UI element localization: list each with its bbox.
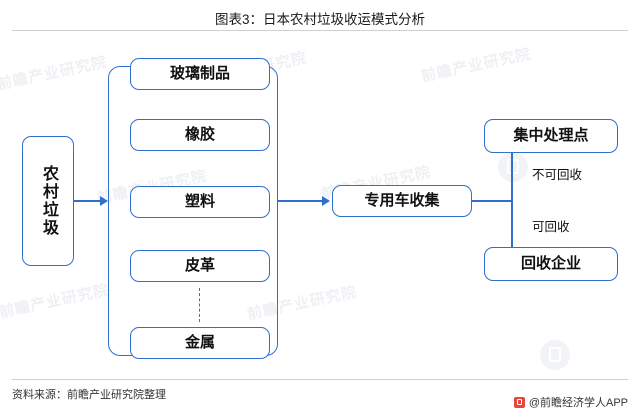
- connector-dashed-ellipsis: [199, 288, 200, 322]
- node-leather[interactable]: 皮革: [130, 250, 270, 282]
- divider-bottom: [12, 379, 628, 380]
- connector-group-to-collection: [278, 200, 322, 202]
- watermark-badge-icon: [540, 340, 570, 370]
- node-recycling-company[interactable]: 回收企业: [484, 247, 618, 281]
- credit-note: @前瞻经济学人APP: [513, 394, 628, 410]
- node-central-processing-site[interactable]: 集中处理点: [484, 119, 618, 153]
- node-leather-label: 皮革: [184, 256, 215, 274]
- arrowhead-input-to-group: [100, 195, 108, 206]
- connector-collection-split: [472, 200, 512, 202]
- node-central-processing-site-label: 集中处理点: [513, 126, 589, 144]
- watermark-text: 前瞻产业研究院: [419, 45, 533, 86]
- arrowhead-group-to-collection: [322, 195, 330, 206]
- node-special-vehicle-collection-label: 专用车收集: [364, 191, 440, 209]
- edge-label-non-recyclable: 不可回收: [532, 168, 583, 182]
- node-metal[interactable]: 金属: [130, 327, 270, 359]
- connector-split-vertical: [511, 141, 513, 260]
- connector-input-to-group: [74, 200, 100, 202]
- watermark-text: 前瞻产业研究院: [0, 281, 111, 322]
- node-rural-waste-label: 农村垃圾: [39, 165, 57, 237]
- node-rubber[interactable]: 橡胶: [130, 119, 270, 151]
- node-special-vehicle-collection[interactable]: 专用车收集: [332, 185, 472, 217]
- page-title: 图表3：日本农村垃圾收运模式分析: [214, 12, 425, 27]
- edge-label-recyclable: 可回收: [532, 220, 570, 234]
- app-logo-icon: [513, 396, 525, 408]
- watermark-text: 前瞻产业研究院: [0, 53, 109, 94]
- node-glass-products[interactable]: 玻璃制品: [130, 58, 270, 90]
- node-metal-label: 金属: [184, 333, 215, 351]
- divider-top: [12, 30, 628, 31]
- node-rural-waste[interactable]: 农村垃圾: [22, 136, 74, 266]
- watermark-badge-icon: [498, 152, 528, 182]
- credit-text: @前瞻经济学人APP: [528, 397, 628, 409]
- node-rubber-label: 橡胶: [184, 125, 215, 143]
- node-recycling-company-label: 回收企业: [520, 254, 581, 272]
- source-note: 资料来源：前瞻产业研究院整理: [12, 389, 166, 401]
- node-plastic-label: 塑料: [184, 192, 215, 210]
- node-plastic[interactable]: 塑料: [130, 186, 270, 218]
- node-glass-products-label: 玻璃制品: [169, 64, 230, 82]
